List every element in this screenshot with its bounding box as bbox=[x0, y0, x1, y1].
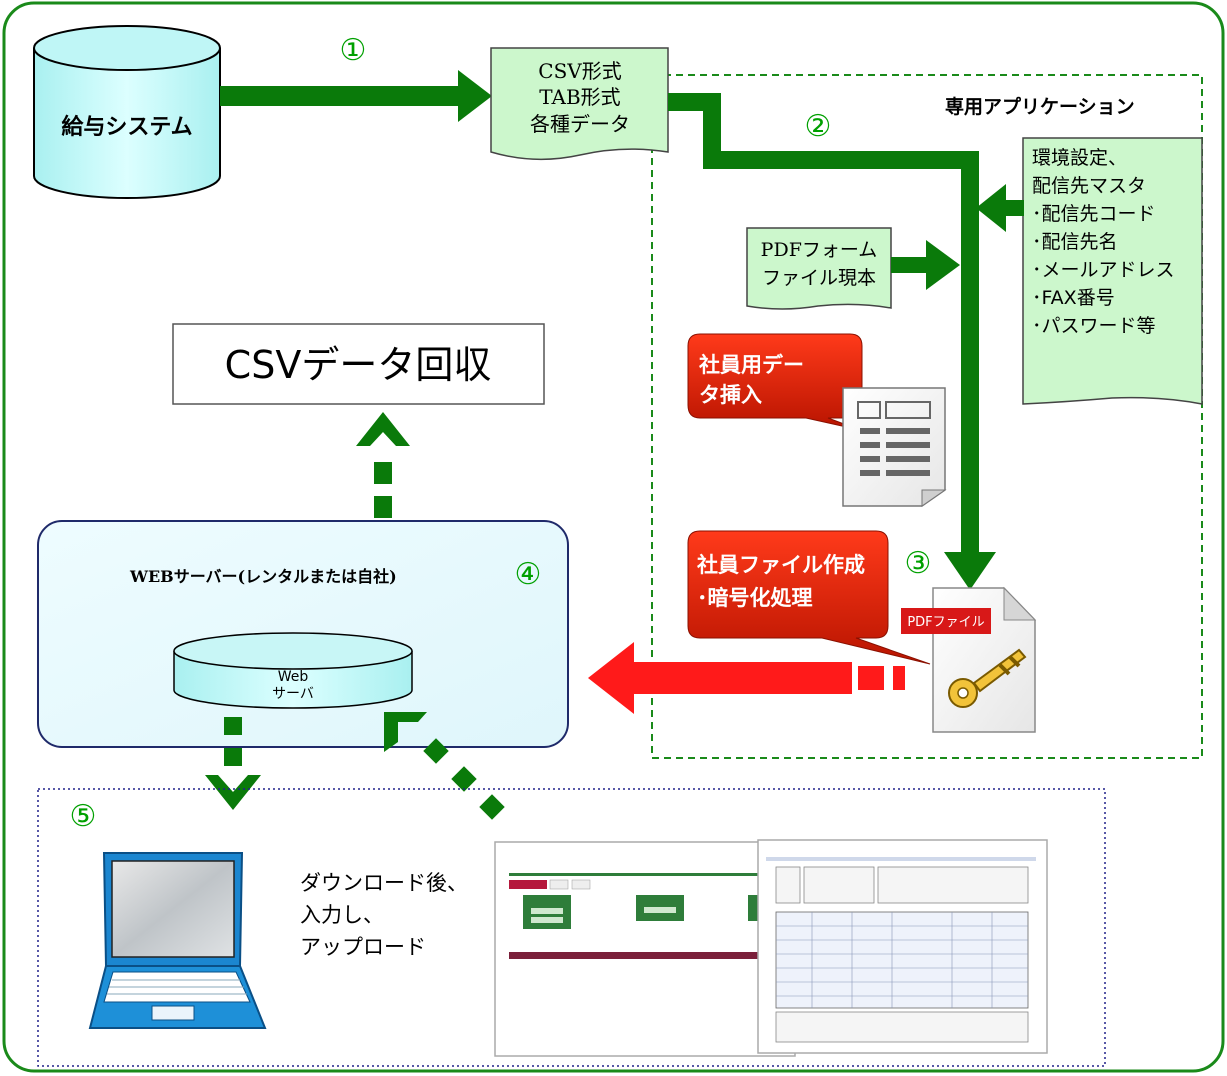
client-area-border bbox=[37, 788, 1106, 1067]
callout-file-create: 社員ファイル作成 ･暗号化処理 bbox=[687, 530, 931, 665]
pdf-form-document: PDFフォーム ファイル現本 bbox=[746, 227, 892, 310]
arrow-main-flow-head bbox=[944, 552, 996, 590]
app-area-border bbox=[651, 74, 1203, 759]
arrow-upload bbox=[384, 712, 505, 820]
settings-line-2: 配信先マスタ bbox=[1032, 175, 1146, 197]
payroll-label: 給与システム bbox=[61, 114, 192, 140]
paper-form-icon bbox=[842, 387, 947, 507]
web-app-thumbnail bbox=[494, 841, 796, 1057]
pdf-file-tag: PDFファイル bbox=[907, 615, 984, 630]
web-server-title: WEBサーバー(レンタルまたは自社) bbox=[129, 567, 397, 586]
callout-data-insert: 社員用デー タ挿入 bbox=[687, 333, 863, 431]
arrow-settings-to-flow bbox=[976, 184, 1024, 232]
step5-number: ⑤ bbox=[70, 799, 97, 834]
step4-number: ④ bbox=[515, 557, 542, 592]
step2-number: ② bbox=[805, 109, 832, 144]
callout2-line-1: 社員ファイル作成 bbox=[696, 553, 865, 577]
callout2-line-2: ･暗号化処理 bbox=[697, 586, 813, 610]
csv-doc-line-1: CSV形式 bbox=[538, 59, 621, 83]
settings-line-5: ･メールアドレス bbox=[1032, 259, 1175, 281]
settings-line-6: ･FAX番号 bbox=[1032, 287, 1115, 309]
csv-doc-line-2: TAB形式 bbox=[539, 85, 620, 109]
arrow-download bbox=[205, 717, 261, 810]
key-icon bbox=[948, 648, 1027, 708]
settings-line-3: ･配信先コード bbox=[1032, 203, 1156, 225]
payroll-database: 給与システム bbox=[33, 25, 221, 199]
arrow-main-flow bbox=[668, 93, 979, 556]
pdf-file-icon: PDFファイル bbox=[901, 586, 1037, 733]
callout1-line-1: 社員用デー bbox=[698, 353, 804, 377]
client-line-3: アップロード bbox=[300, 935, 426, 959]
step1-number: ① bbox=[340, 33, 367, 68]
web-server-db-line1: Web bbox=[278, 669, 309, 685]
csv-collect-box: CSVデータ回収 bbox=[172, 323, 545, 405]
settings-line-4: ･配信先名 bbox=[1032, 231, 1118, 253]
csv-collect-label: CSVデータ回収 bbox=[225, 343, 492, 387]
arrow-payroll-to-csv bbox=[220, 70, 492, 122]
arrow-pdf-to-server bbox=[588, 642, 905, 714]
csv-data-document: CSV形式 TAB形式 各種データ bbox=[490, 47, 669, 161]
settings-document: 環境設定、 配信先マスタ ･配信先コード ･配信先名 ･メールアドレス ･FAX… bbox=[1022, 137, 1203, 405]
app-area-title: 専用アプリケーション bbox=[945, 95, 1135, 118]
callout1-line-2: タ挿入 bbox=[699, 383, 762, 407]
web-server-database: Web サーバ bbox=[173, 632, 413, 709]
web-server-db-line2: サーバ bbox=[272, 686, 314, 702]
csv-doc-line-3: 各種データ bbox=[530, 112, 630, 136]
client-line-1: ダウンロード後、 bbox=[300, 871, 468, 895]
laptop-icon bbox=[88, 852, 267, 1029]
pdf-form-line-1: PDFフォーム bbox=[761, 239, 878, 261]
arrow-server-to-collect bbox=[356, 412, 410, 518]
arrow-pdfform-to-flow bbox=[891, 240, 960, 290]
settings-line-7: ･パスワード等 bbox=[1032, 315, 1156, 337]
form-document-thumbnail bbox=[757, 839, 1048, 1054]
step3-number: ③ bbox=[905, 546, 932, 581]
pdf-form-line-2: ファイル現本 bbox=[762, 267, 876, 289]
settings-line-1: 環境設定、 bbox=[1032, 147, 1127, 169]
client-line-2: 入力し、 bbox=[300, 903, 384, 927]
